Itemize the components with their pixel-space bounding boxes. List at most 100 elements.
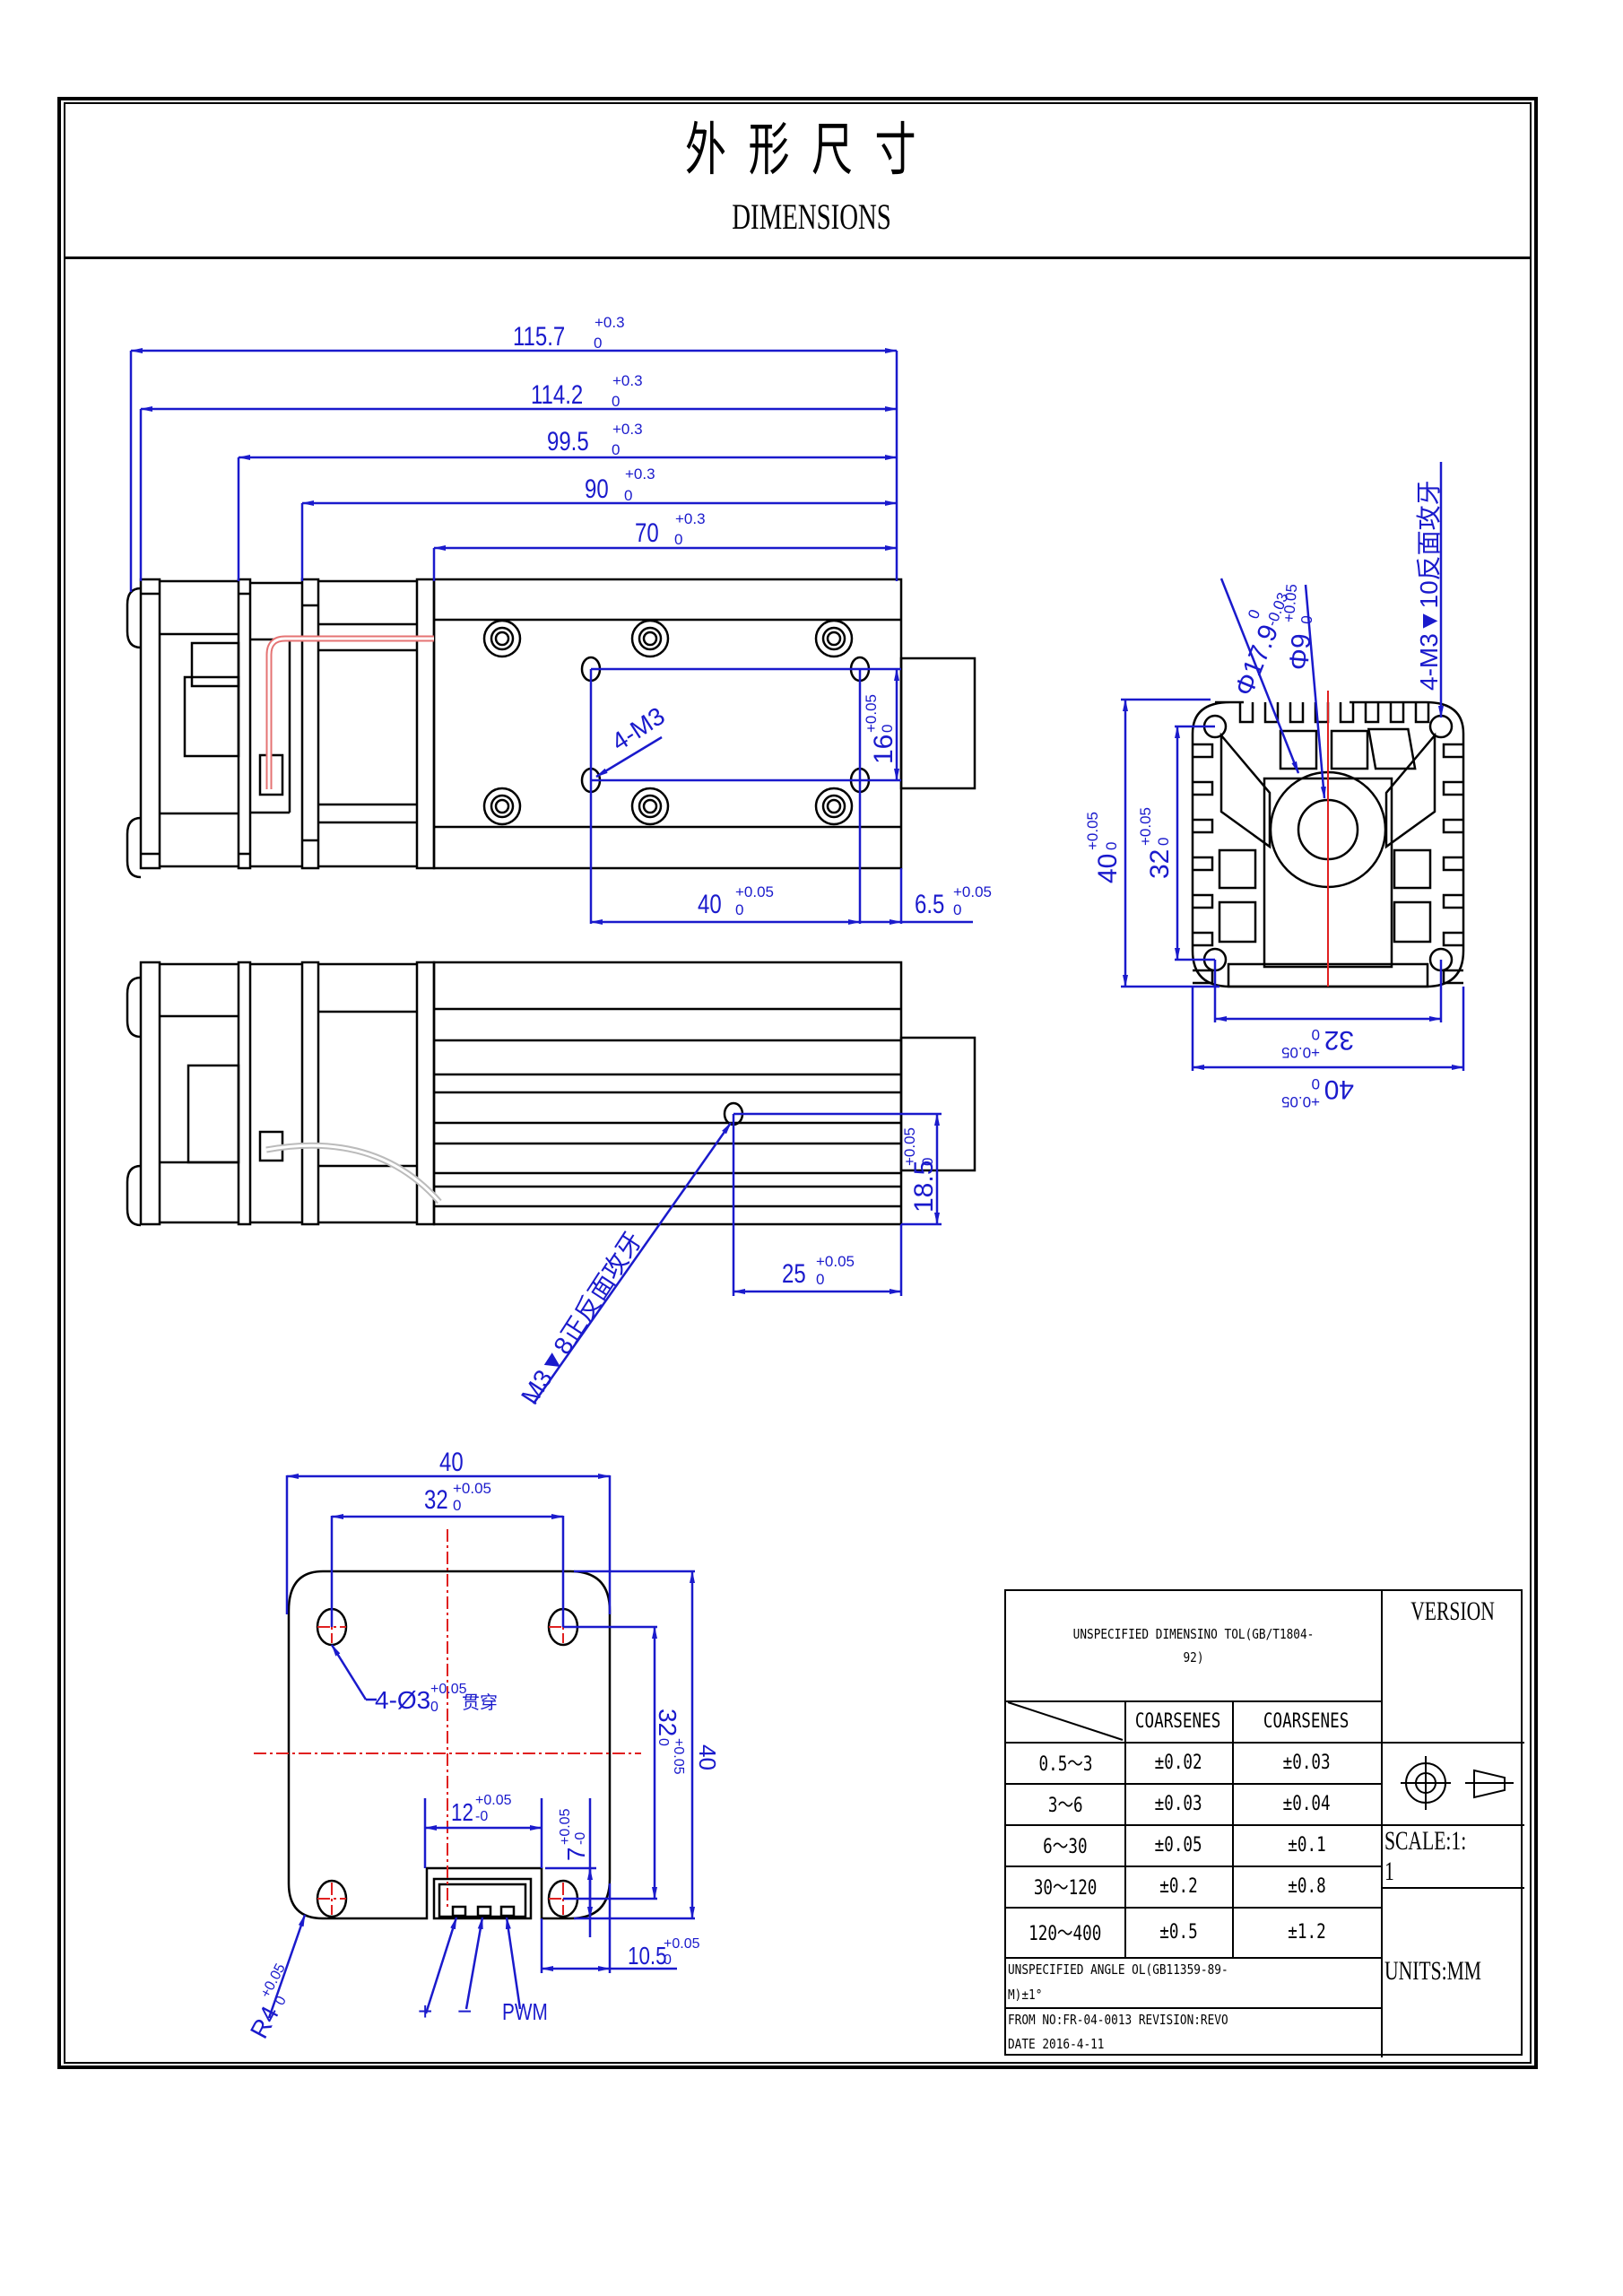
side-view-bottom (126, 961, 976, 1227)
svg-text:10.5: 10.5 (628, 1943, 667, 1970)
svg-text:+0.05: +0.05 (453, 1480, 491, 1497)
table-cell: ±0.8 (1287, 1874, 1326, 1898)
svg-text:0: 0 (273, 1994, 290, 2008)
svg-text:+0.05: +0.05 (816, 1253, 855, 1270)
svg-text:0: 0 (624, 487, 632, 504)
svg-text:+0.05: +0.05 (863, 694, 880, 733)
dimensions-top-view (129, 348, 973, 925)
page-title-english: DIMENSIONS (732, 196, 891, 237)
svg-text:32: 32 (654, 1709, 681, 1736)
side-view-top (126, 578, 976, 879)
svg-text:+0.3: +0.3 (612, 421, 643, 438)
table-cell-range: 0.5～3 (1037, 1753, 1092, 1776)
drawing-inner-border (64, 102, 1532, 2064)
svg-text:4-M3▼10反面攻牙: 4-M3▼10反面攻牙 (1415, 480, 1443, 691)
table-title: UNSPECIFIED DIMENSINO TOL(GB/T1804-92) (1072, 1626, 1315, 1665)
svg-text:90: 90 (585, 473, 609, 503)
page-title-chinese: 外形尺寸 (684, 117, 939, 184)
svg-text:+0.3: +0.3 (595, 314, 625, 331)
table-cell: ±0.5 (1159, 1920, 1198, 1944)
svg-text:18.5: 18.5 (909, 1161, 939, 1213)
svg-text:+0.05: +0.05 (901, 1127, 918, 1166)
dimensions-back-view (267, 1474, 695, 2019)
dimension-labels-back-view: 40 32 +0.05 0 4-Ø3 +0.05 0 贯穿 32 +0.05 0… (245, 1446, 721, 2042)
angle-note-line2: M)±1° (1008, 1987, 1043, 2003)
svg-text:0: 0 (430, 1700, 438, 1715)
table-cell-range: 3～6 (1047, 1795, 1083, 1817)
pin-minus-label: − (457, 1997, 472, 2025)
svg-text:114.2: 114.2 (531, 378, 583, 409)
scale-value: 1 (1384, 1857, 1394, 1886)
table-cell: ±1.2 (1287, 1920, 1326, 1944)
fan-wire (265, 635, 434, 789)
pin-plus-label: + (418, 1997, 432, 2025)
svg-text:0: 0 (612, 393, 620, 410)
svg-text:7: 7 (562, 1847, 590, 1861)
svg-text:115.7: 115.7 (513, 320, 565, 351)
svg-text:70: 70 (635, 517, 659, 547)
form-number: FROM NO:FR-04-0013 REVISION:REVO (1008, 2011, 1228, 2028)
svg-text:40: 40 (1093, 854, 1123, 883)
svg-text:0: 0 (594, 335, 602, 352)
svg-text:40: 40 (1324, 1074, 1354, 1104)
svg-text:16: 16 (869, 735, 898, 764)
svg-text:+0.05: +0.05 (258, 1961, 289, 2001)
svg-text:0: 0 (1245, 607, 1263, 622)
dimension-labels-end-view: Φ17.9 0 -0.03 Φ9 +0.05 0 4-M3▼10反面攻牙 40 … (1084, 480, 1443, 1110)
table-cell-range: 30～120 (1033, 1877, 1098, 1900)
svg-text:+0.05: +0.05 (735, 883, 774, 900)
svg-text:0: 0 (735, 901, 743, 918)
svg-text:+0.05: +0.05 (1137, 807, 1154, 846)
svg-text:0: 0 (816, 1271, 824, 1288)
svg-text:+0.05: +0.05 (1280, 583, 1301, 623)
table-cell-range: 120～400 (1028, 1923, 1102, 1945)
table-cell: ±0.03 (1282, 1751, 1331, 1774)
svg-text:32: 32 (1324, 1025, 1354, 1055)
svg-text:+0.3: +0.3 (625, 465, 655, 483)
svg-text:32: 32 (1145, 849, 1175, 879)
svg-text:+0.05: +0.05 (1084, 812, 1101, 850)
svg-text:0: 0 (1298, 614, 1316, 624)
svg-text:0: 0 (674, 531, 682, 548)
column-header-2: COARSENES (1263, 1709, 1350, 1733)
table-cell: ±0.05 (1154, 1833, 1202, 1857)
screw-holes-top (482, 619, 871, 826)
svg-text:M3▼8正反面攻牙: M3▼8正反面攻牙 (516, 1227, 647, 1409)
svg-text:+0.3: +0.3 (675, 510, 706, 527)
svg-text:32: 32 (424, 1483, 448, 1514)
table-cell: ±0.2 (1159, 1874, 1198, 1898)
svg-text:-0: -0 (573, 1832, 588, 1845)
svg-text:40: 40 (694, 1744, 721, 1770)
svg-text:+0.05: +0.05 (1281, 1044, 1320, 1061)
svg-text:0: 0 (612, 441, 620, 458)
svg-text:+0.05: +0.05 (953, 883, 992, 900)
svg-text:0: 0 (1103, 842, 1120, 850)
svg-text:+0.05: +0.05 (671, 1738, 686, 1775)
drawing-outer-border (57, 97, 1538, 2069)
svg-text:0: 0 (953, 901, 961, 918)
dimensions-end-view (1121, 462, 1465, 1071)
svg-text:+0.05: +0.05 (558, 1808, 573, 1845)
table-cell: ±0.03 (1154, 1792, 1202, 1815)
svg-text:0: 0 (453, 1497, 461, 1514)
svg-text:+0.05: +0.05 (1281, 1093, 1320, 1110)
svg-text:+0.05: +0.05 (475, 1793, 512, 1808)
dimension-labels-bottom-view: 25 +0.05 0 18.5 +0.05 0 M3▼8正反面攻牙 (516, 1127, 939, 1409)
scale-label: SCALE:1: (1384, 1826, 1467, 1856)
column-header-1: COARSENES (1135, 1709, 1221, 1733)
svg-text:6.5: 6.5 (915, 888, 944, 918)
pin-pwm-label: PWM (502, 1999, 548, 2025)
svg-text:0: 0 (655, 1738, 671, 1746)
svg-text:0: 0 (919, 1158, 936, 1166)
svg-text:25: 25 (782, 1257, 806, 1288)
svg-text:4-Ø3: 4-Ø3 (375, 1686, 430, 1714)
back-view-plate (287, 1570, 612, 1920)
svg-text:Φ17.9: Φ17.9 (1229, 621, 1284, 700)
svg-text:0: 0 (664, 1952, 672, 1968)
svg-text:4-M3: 4-M3 (606, 701, 669, 756)
units-label: UNITS:MM (1384, 1956, 1482, 1986)
third-angle-projection-icon (1401, 1756, 1514, 1810)
dimension-labels-top: 115.7 +0.3 0 114.2 +0.3 0 99.5 +0.3 0 90… (513, 314, 992, 919)
svg-text:40: 40 (698, 888, 722, 918)
